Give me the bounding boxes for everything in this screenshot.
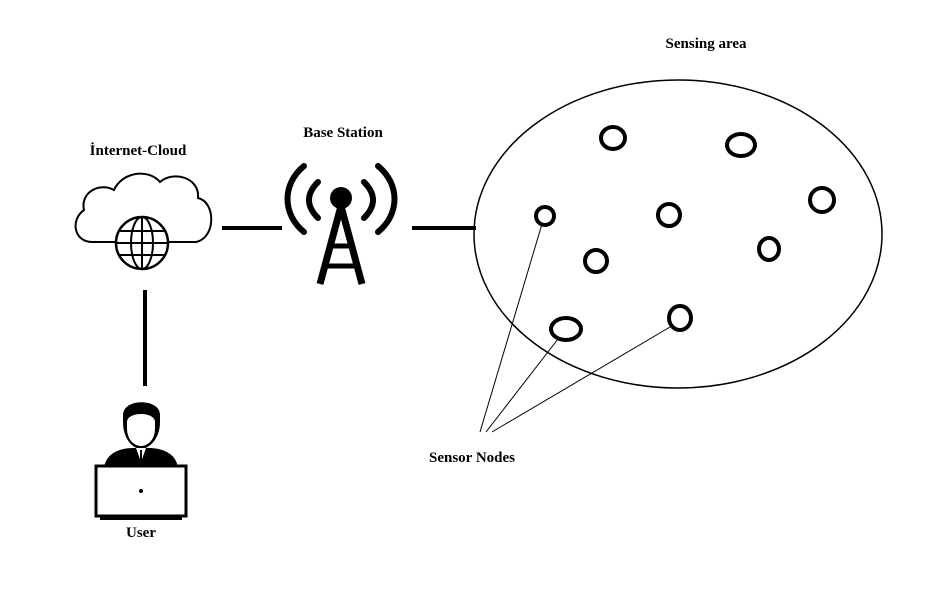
sensor-node bbox=[656, 202, 682, 228]
sensor-node bbox=[534, 205, 556, 227]
sensor-node-pointers bbox=[479, 223, 671, 433]
cloud-globe-icon bbox=[74, 172, 213, 271]
sensor-node bbox=[549, 316, 583, 342]
radio-tower-icon bbox=[284, 163, 398, 285]
sensor-node bbox=[667, 304, 693, 332]
sensor-node bbox=[808, 186, 836, 214]
sensor-node-group bbox=[534, 125, 836, 342]
user-label: User bbox=[126, 525, 156, 541]
sensor-node bbox=[599, 125, 627, 151]
sensor-node bbox=[583, 248, 609, 274]
sensing-area-boundary bbox=[473, 79, 883, 389]
sensor-node bbox=[725, 132, 757, 158]
internet-cloud-label: İnternet-Cloud bbox=[89, 143, 187, 159]
sensor-nodes-label: Sensor Nodes bbox=[429, 450, 515, 466]
user-laptop-icon bbox=[94, 402, 188, 520]
sensing-area-label: Sensing area bbox=[665, 36, 747, 52]
sensor-node bbox=[757, 236, 781, 262]
base-station-label: Base Station bbox=[303, 125, 383, 141]
